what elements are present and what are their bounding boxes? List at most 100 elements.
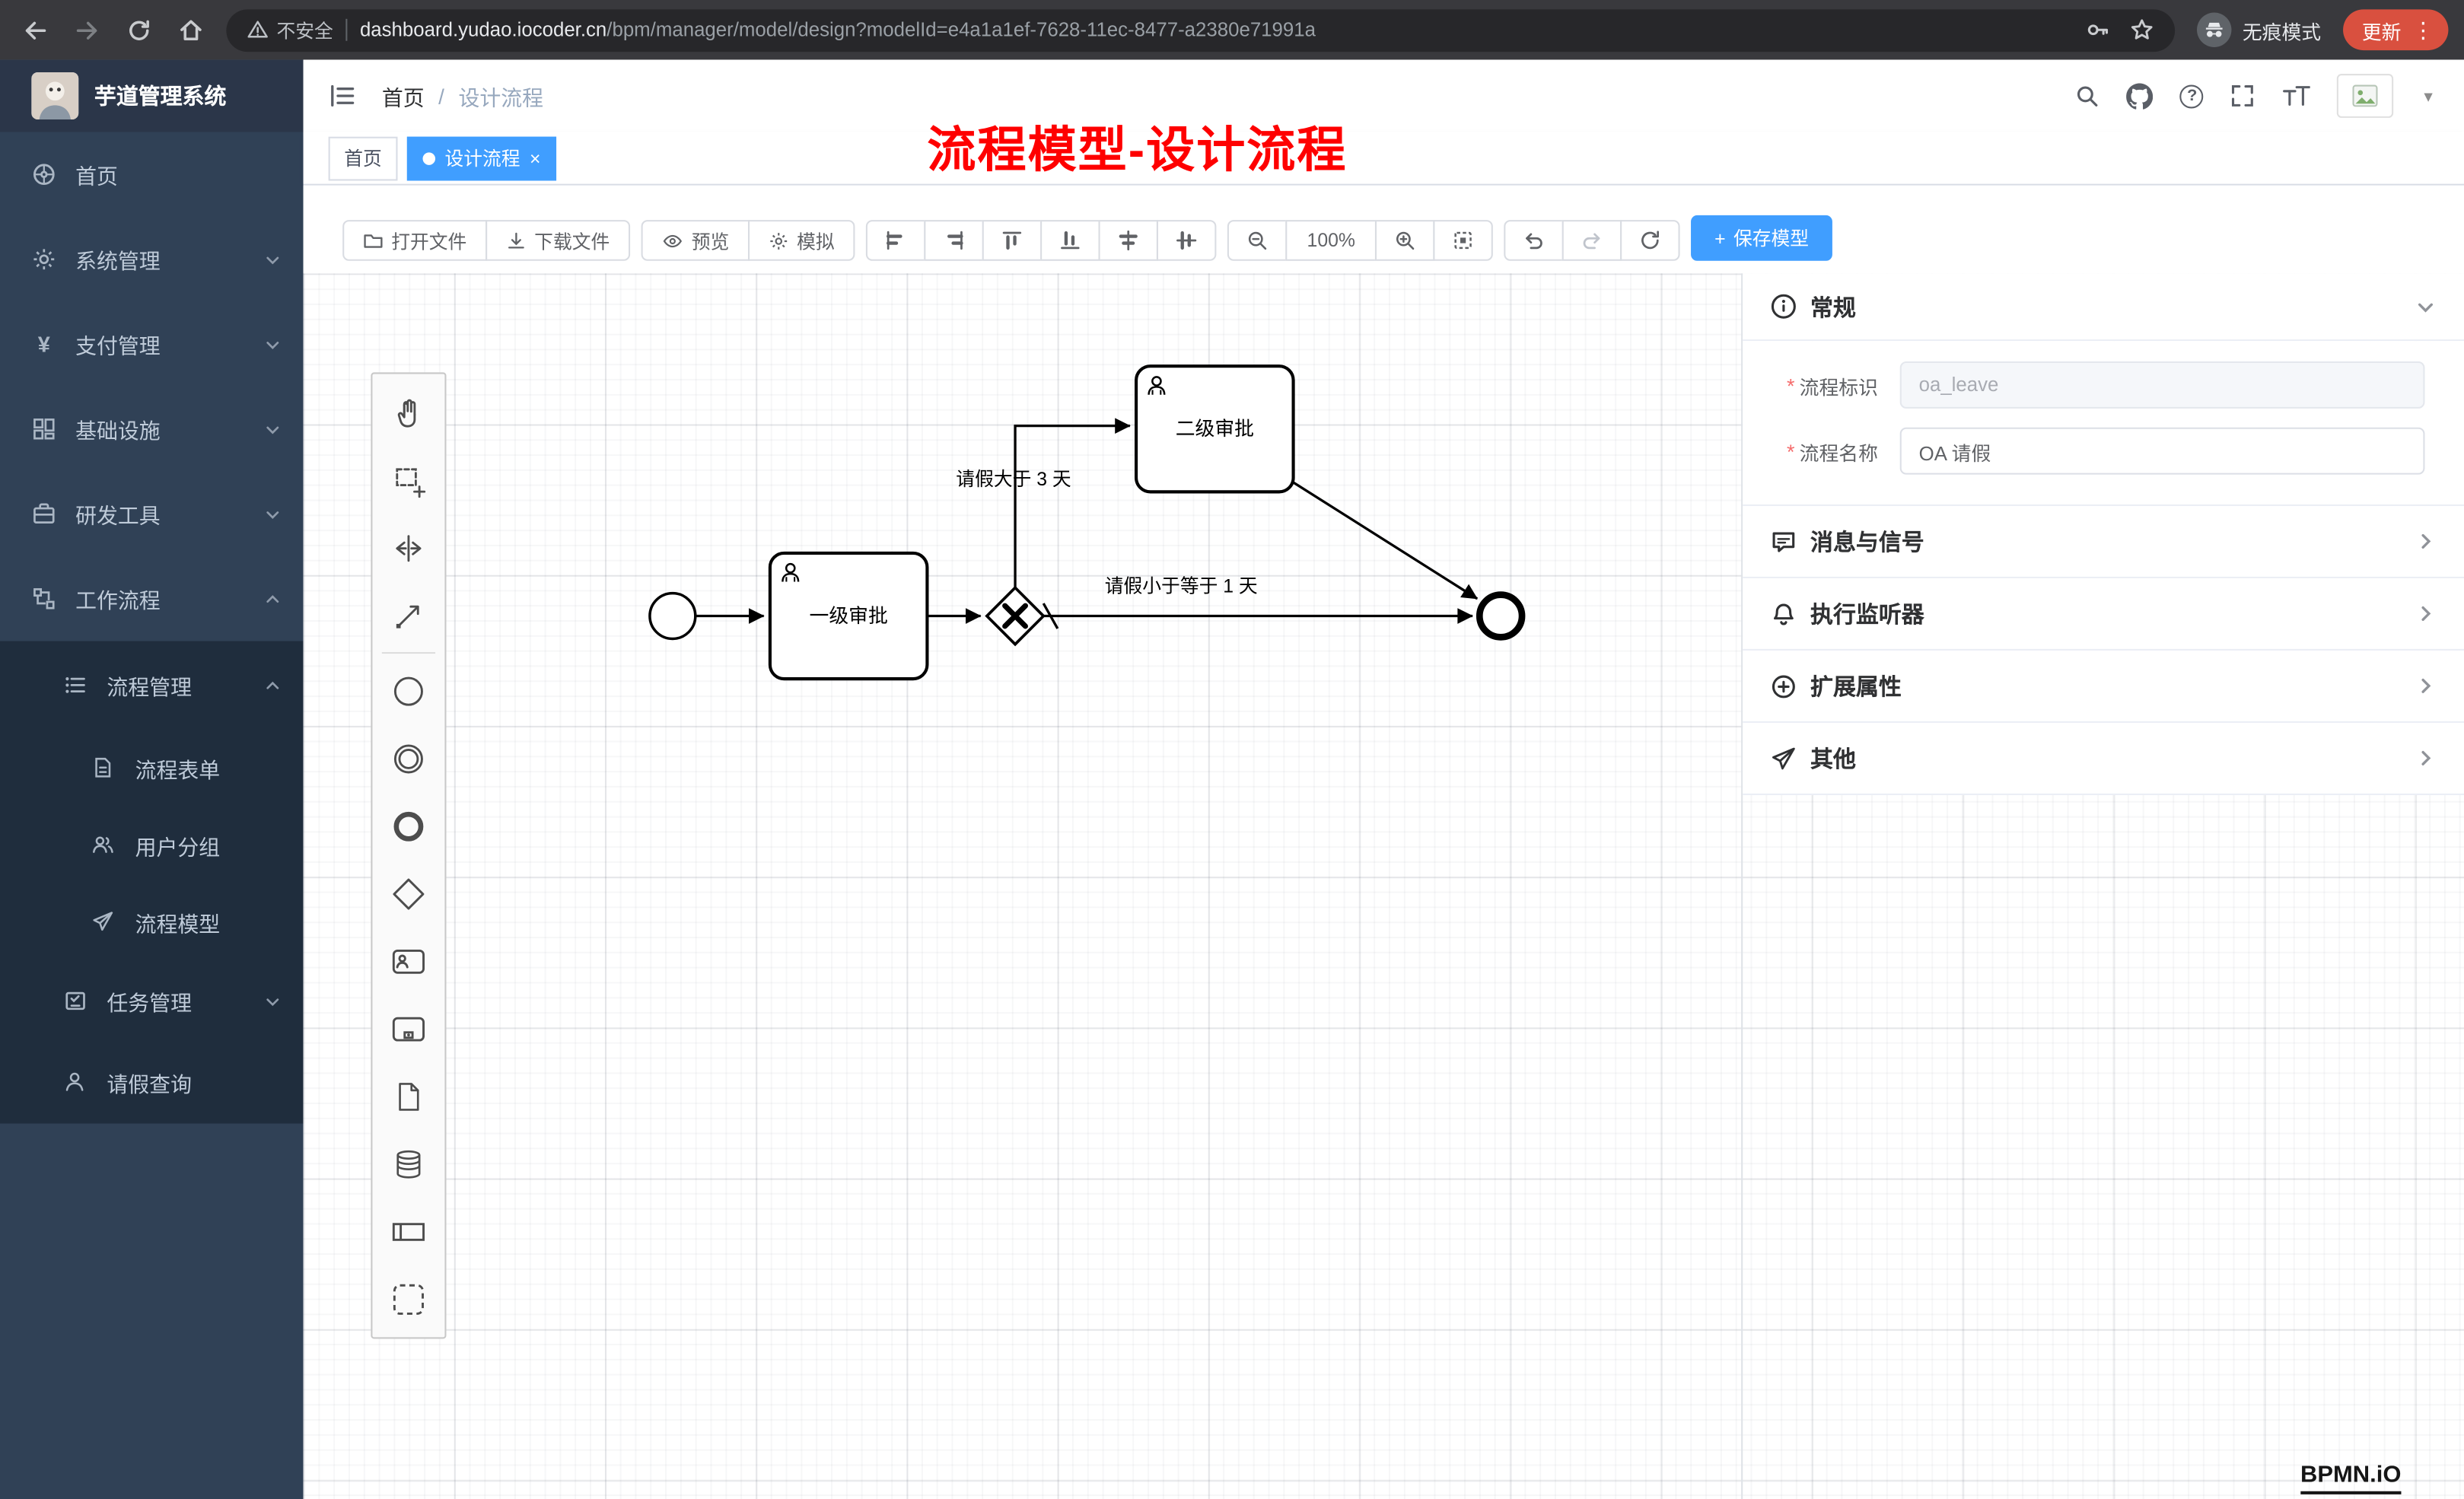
process-key-field: * 流程标识 — [1787, 361, 2425, 409]
help-icon[interactable]: ? — [2180, 84, 2205, 108]
sidebar-item-label: 流程表单 — [135, 758, 221, 782]
download-file-button[interactable]: 下载文件 — [485, 220, 631, 261]
bpmn-diagram[interactable]: 请假大于 3 天 请假小于等于 1 天 一级审批 二级审批 — [304, 273, 1742, 1499]
create-intermediate-event[interactable] — [372, 724, 444, 792]
create-gateway[interactable] — [372, 860, 444, 928]
align-center-horizontal-button[interactable] — [1098, 220, 1159, 261]
sidebar-logo[interactable]: 芋道管理系统 — [0, 59, 304, 132]
browser-update-button[interactable]: 更新 ⋮ — [2343, 9, 2449, 51]
sidebar-item-label: 系统管理 — [75, 250, 161, 274]
address-bar[interactable]: 不安全 dashboard.yudao.iocoder.cn/bpm/manag… — [226, 8, 2176, 52]
url-text[interactable]: dashboard.yudao.iocoder.cn/bpm/manager/m… — [360, 19, 2073, 41]
section-execution-listener[interactable]: 执行监听器 — [1743, 578, 2464, 651]
avatar-caret-icon[interactable]: ▾ — [2424, 87, 2433, 107]
sidebar-item-user-group[interactable]: 用户分组 — [0, 806, 304, 883]
font-size-icon[interactable] — [2282, 83, 2311, 108]
sidebar-item-process-model[interactable]: 流程模型 — [0, 883, 304, 960]
task-second-approval[interactable]: 二级审批 — [1135, 364, 1295, 494]
person-icon — [63, 1070, 88, 1095]
end-event[interactable] — [1476, 591, 1526, 641]
align-bottom-button[interactable] — [1040, 220, 1100, 261]
sidebar-item-leave-query[interactable]: 请假查询 — [0, 1042, 304, 1123]
section-extended-properties[interactable]: 扩展属性 — [1743, 650, 2464, 723]
zoom-out-button[interactable] — [1227, 220, 1288, 261]
sidebar-item-system[interactable]: 系统管理 — [0, 217, 304, 302]
create-participant[interactable] — [372, 1198, 444, 1265]
sidebar-item-infrastructure[interactable]: 基础设施 — [0, 387, 304, 472]
close-tab-icon[interactable]: × — [530, 147, 541, 169]
security-status[interactable]: 不安全 — [247, 17, 333, 43]
edge-label-greater-3-days[interactable]: 请假大于 3 天 — [956, 469, 1071, 490]
sidebar-item-workflow[interactable]: 工作流程 — [0, 556, 304, 641]
sidebar-item-process-form[interactable]: 流程表单 — [0, 729, 304, 806]
yen-icon: ¥ — [37, 331, 50, 357]
process-key-input[interactable] — [1899, 361, 2425, 409]
sidebar-item-payment[interactable]: ¥ 支付管理 — [0, 301, 304, 387]
align-top-button[interactable] — [982, 220, 1043, 261]
sidebar-item-devtools[interactable]: 研发工具 — [0, 472, 304, 557]
github-icon[interactable] — [2127, 82, 2154, 109]
forward-icon[interactable] — [74, 17, 100, 43]
align-right-button[interactable] — [924, 220, 984, 261]
sidebar-item-home[interactable]: 首页 — [0, 132, 304, 217]
bpmn-io-watermark[interactable]: BPMN.iO — [2300, 1462, 2402, 1494]
section-message-signal[interactable]: 消息与信号 — [1743, 505, 2464, 578]
zoom-reset-button[interactable] — [1433, 220, 1493, 261]
app-title: 芋道管理系统 — [94, 83, 227, 109]
header-actions: ? ▾ — [2075, 74, 2433, 118]
reload-icon[interactable] — [126, 17, 152, 43]
info-icon — [1771, 294, 1796, 319]
redo-button[interactable] — [1561, 220, 1622, 261]
save-model-button[interactable]: + 保存模型 — [1691, 215, 1833, 261]
section-general[interactable]: 常规 — [1743, 273, 2464, 342]
sidebar-item-process-mgmt[interactable]: 流程管理 — [0, 641, 304, 730]
tab-home[interactable]: 首页 — [328, 135, 398, 180]
zoom-level[interactable]: 100% — [1285, 220, 1377, 261]
space-tool[interactable] — [372, 514, 444, 581]
create-data-object[interactable] — [372, 1062, 444, 1130]
tab-design-process[interactable]: 设计流程 × — [406, 135, 557, 180]
dashboard-icon — [31, 162, 56, 187]
exclusive-gateway[interactable] — [985, 585, 1046, 647]
section-other[interactable]: 其他 — [1743, 722, 2464, 795]
home-icon[interactable] — [177, 17, 204, 43]
breadcrumb: 首页 / 设计流程 — [382, 80, 543, 111]
lasso-tool[interactable] — [372, 446, 444, 514]
create-group[interactable] — [372, 1265, 444, 1332]
create-user-task[interactable] — [372, 927, 444, 995]
fullscreen-icon[interactable] — [2230, 83, 2255, 108]
bpmn-canvas[interactable]: 请假大于 3 天 请假小于等于 1 天 一级审批 二级审批 — [303, 273, 2464, 1499]
global-connect-tool[interactable] — [372, 581, 444, 649]
open-file-button[interactable]: 打开文件 — [342, 220, 488, 261]
browser-menu-icon[interactable]: ⋮ — [2411, 17, 2434, 43]
bookmark-star-icon[interactable] — [2129, 18, 2154, 43]
sidebar-item-task-mgmt[interactable]: 任务管理 — [0, 960, 304, 1042]
restart-button[interactable] — [1620, 220, 1680, 261]
process-name-input[interactable] — [1899, 427, 2425, 475]
user-avatar[interactable] — [2337, 74, 2395, 118]
collapse-chevron-icon[interactable] — [2415, 296, 2436, 317]
edge-label-lte-1-day[interactable]: 请假小于等于 1 天 — [1105, 576, 1258, 597]
create-subprocess[interactable] — [372, 995, 444, 1062]
sidebar-item-label: 工作流程 — [75, 589, 161, 613]
align-center-vertical-button[interactable] — [1157, 220, 1217, 261]
hand-tool[interactable] — [372, 379, 444, 447]
start-event[interactable] — [648, 591, 697, 641]
flow-task2-to-end[interactable] — [1292, 481, 1479, 600]
zoom-in-button[interactable] — [1375, 220, 1435, 261]
password-key-icon[interactable] — [2085, 18, 2110, 43]
task-first-approval[interactable]: 一级审批 — [768, 551, 929, 681]
create-end-event[interactable] — [372, 792, 444, 860]
simulate-button[interactable]: 模拟 — [748, 220, 855, 261]
create-start-event[interactable] — [372, 657, 444, 724]
search-icon[interactable] — [2075, 83, 2100, 108]
preview-button[interactable]: 预览 — [641, 220, 750, 261]
sidebar-collapse-icon[interactable] — [329, 81, 357, 110]
align-left-button[interactable] — [865, 220, 926, 261]
back-icon[interactable] — [22, 17, 49, 43]
flow-gateway-to-task2[interactable] — [1014, 418, 1131, 588]
breadcrumb-home[interactable]: 首页 — [381, 86, 425, 110]
undo-button[interactable] — [1504, 220, 1564, 261]
create-data-store[interactable] — [372, 1130, 444, 1198]
required-mark: * — [1787, 439, 1795, 463]
